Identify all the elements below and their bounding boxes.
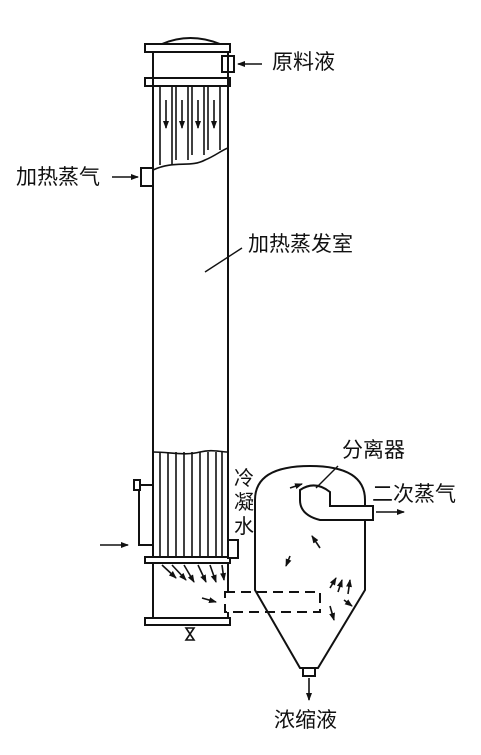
label-condensate-char-3: 水	[234, 514, 254, 538]
top-flange	[144, 43, 231, 53]
top-flange-2	[144, 77, 231, 87]
separator-deflector	[299, 484, 374, 521]
label-separator: 分离器	[342, 438, 405, 462]
label-heating-chamber: 加热蒸发室	[248, 232, 353, 256]
label-heating-steam: 加热蒸气	[16, 165, 100, 189]
label-feed-liquid: 原料液	[272, 50, 335, 74]
top-dome	[161, 37, 221, 45]
condensate-nozzle	[227, 539, 239, 559]
top-tube-bundle	[159, 86, 221, 165]
bottom-tube-bundle	[159, 452, 223, 560]
steam-nozzle	[140, 167, 154, 187]
left-jacket	[138, 484, 154, 546]
separator-vessel	[254, 464, 366, 669]
label-condensate-char-1: 冷	[234, 466, 254, 490]
label-condensate: 冷 凝 水	[233, 466, 255, 538]
top-break-line	[152, 147, 229, 171]
connecting-pipe	[224, 591, 321, 613]
label-concentrate: 浓缩液	[274, 708, 337, 732]
leader-lines	[204, 247, 339, 489]
concentrate-nozzle	[302, 667, 316, 677]
bottom-tube-sheet	[144, 556, 231, 564]
bottom-flange	[144, 617, 231, 626]
flow-arrows	[100, 61, 405, 701]
left-jacket-inner	[133, 479, 141, 491]
label-secondary-steam: 二次蒸气	[372, 482, 456, 506]
bottom-valve	[184, 627, 196, 641]
label-condensate-char-2: 凝	[234, 490, 254, 514]
